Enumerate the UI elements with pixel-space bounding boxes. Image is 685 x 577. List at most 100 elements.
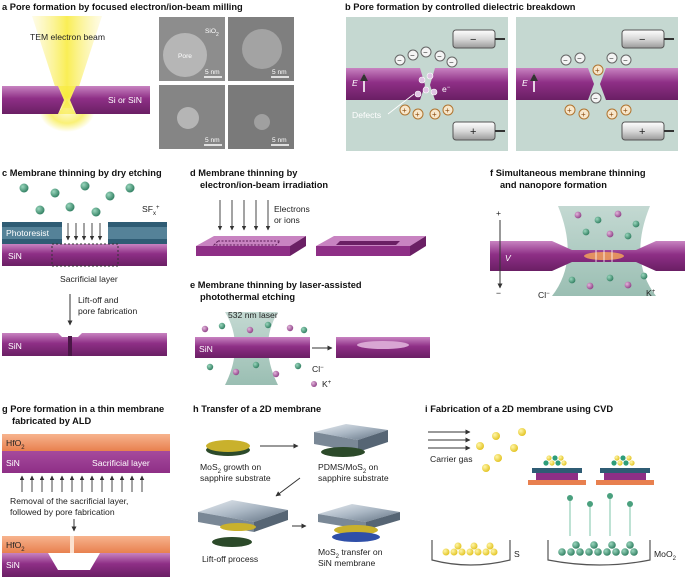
membrane-label-g-2: SiN: [6, 560, 20, 570]
membrane-si-sin: [2, 86, 150, 114]
panel-b-title: b Pore formation by controlled dielectri…: [345, 2, 576, 12]
svg-text:−: −: [449, 58, 454, 67]
panel-e-title: e Membrane thinning by laser-assisted: [190, 280, 362, 290]
svg-text:SiO2: SiO2: [205, 28, 219, 38]
step-arrow-h-2: [275, 477, 301, 497]
mos2-film-lifted: [220, 523, 256, 531]
membrane-label-c: SiN: [8, 251, 22, 261]
sulfur-source-label: S: [514, 549, 520, 559]
sapphire-substrate-3: [212, 537, 252, 547]
panel-e: e Membrane thinning by laser-assisted ph…: [190, 280, 430, 389]
svg-text:−: −: [593, 94, 598, 103]
removal-arrows-g: [19, 475, 145, 492]
svg-text:+: +: [402, 106, 407, 115]
panel-f-title: f Simultaneous membrane thinning: [490, 168, 646, 178]
membrane-label: Si or SiN: [108, 95, 142, 105]
scale-label-2: 5 nm: [272, 69, 287, 76]
boat-s: [431, 540, 511, 566]
panel-i-title: i Fabrication of a 2D membrane using CVD: [425, 404, 613, 414]
panel-g-title-line2: fabricated by ALD: [12, 416, 91, 426]
svg-text:−: −: [563, 56, 568, 65]
svg-text:+: +: [609, 110, 614, 119]
beam-arrows-d: [217, 200, 271, 231]
svg-text:−: −: [410, 51, 415, 60]
svg-text:+: +: [432, 110, 437, 119]
ions-e: [201, 321, 308, 378]
panel-h: h Transfer of a 2D membrane MoS2 growth …: [193, 404, 400, 568]
sin-membrane-h: [332, 532, 380, 542]
electrode-top-sign-2: −: [639, 34, 645, 46]
svg-text:−: −: [577, 54, 582, 63]
electrode-bottom-sign-2: +: [639, 126, 645, 138]
pore-image-2: [242, 29, 282, 69]
sacrificial-layer-g: [2, 451, 170, 473]
cation-label-e: K+: [322, 379, 332, 389]
voltage-label: V: [505, 253, 512, 263]
cvd-substrates: [528, 455, 654, 485]
step2-label-1: PDMS/MoS2 on: [318, 462, 378, 475]
scale-label-1: 5 nm: [205, 69, 220, 76]
panel-g: g Pore formation in a thin membrane fabr…: [2, 404, 170, 577]
etch-arrows: [65, 223, 103, 241]
thinned-window: [336, 241, 400, 245]
defects-label: Defects: [352, 110, 381, 120]
field-label-1: E: [352, 78, 358, 88]
svg-text:+: +: [623, 106, 628, 115]
scale-label-4: 5 nm: [272, 137, 287, 144]
moo2-source: [558, 541, 638, 556]
panel-d: d Membrane thinning by electron/ion-beam…: [190, 168, 426, 256]
sacrificial-label-g: Sacrificial layer: [92, 458, 150, 468]
step4-label-2: SiN membrane: [318, 558, 376, 568]
sacrificial-label: Sacrificial layer: [60, 274, 118, 284]
svg-text:−: −: [609, 54, 614, 63]
field-label-2: E: [522, 78, 528, 88]
carrier-gas-label: Carrier gas: [430, 454, 473, 464]
step-label-g-2: followed by pore fabrication: [10, 507, 115, 517]
beam-label: TEM electron beam: [30, 32, 105, 42]
voltage-plus: +: [496, 208, 501, 218]
thinned-membrane-c: [2, 333, 167, 356]
svg-text:+: +: [415, 110, 420, 119]
step2-label-2: sapphire substrate: [318, 473, 389, 483]
pdms-block-top: [314, 424, 388, 440]
moo2-vapor: [567, 493, 633, 536]
pore-c: [68, 336, 72, 356]
thinned-region-e: [357, 341, 409, 349]
sf-ions: [19, 181, 135, 217]
photoresist-label: Photoresist: [6, 228, 50, 238]
membrane-label-c-2: SiN: [8, 341, 22, 351]
membrane-cell-1: [346, 68, 508, 100]
svg-text:−: −: [437, 52, 442, 61]
sf-label: SFx+: [142, 204, 160, 217]
carrier-gas-arrows: [428, 429, 471, 451]
electron-label: e−: [442, 84, 451, 94]
moo2-source-label: MoO2: [654, 549, 677, 562]
ions-f: [568, 210, 648, 290]
panel-f-title-line2: and nanopore formation: [500, 180, 607, 190]
step-label-c-2: pore fabrication: [78, 306, 137, 316]
charges-cell-2: − − − − + − + + + +: [560, 52, 632, 120]
svg-text:+: +: [445, 106, 450, 115]
panel-a: a Pore formation by focused electron/ion…: [2, 2, 294, 149]
mos2-film-1: [206, 440, 250, 452]
panel-c: c Membrane thinning by dry etching SFx+ …: [2, 168, 167, 356]
membrane-g-2: [2, 553, 170, 577]
svg-text:−: −: [397, 56, 402, 65]
anion-label-e: Cl−: [312, 364, 324, 374]
hfo2-layer-2: [2, 536, 170, 553]
step-label-c-1: Lift-off and: [78, 295, 119, 305]
laser-label: 532 nm laser: [228, 310, 278, 320]
beam-label-d-2: or ions: [274, 215, 300, 225]
panel-g-title: g Pore formation in a thin membrane: [2, 404, 164, 414]
panel-c-title: c Membrane thinning by dry etching: [2, 168, 162, 178]
electrode-bottom-sign-1: +: [470, 126, 476, 138]
tem-images: SiO2 Pore 5 nm 5 nm 5 nm 5 nm: [159, 17, 294, 149]
sulfur-flux: [476, 428, 526, 472]
step1-label-2: sapphire substrate: [200, 473, 271, 483]
pore-label: Pore: [178, 53, 192, 60]
svg-text:+: +: [567, 106, 572, 115]
beam-label-d-1: Electrons: [274, 204, 310, 214]
hfo2-layer: [2, 434, 170, 451]
step3-label: Lift-off process: [202, 554, 258, 564]
